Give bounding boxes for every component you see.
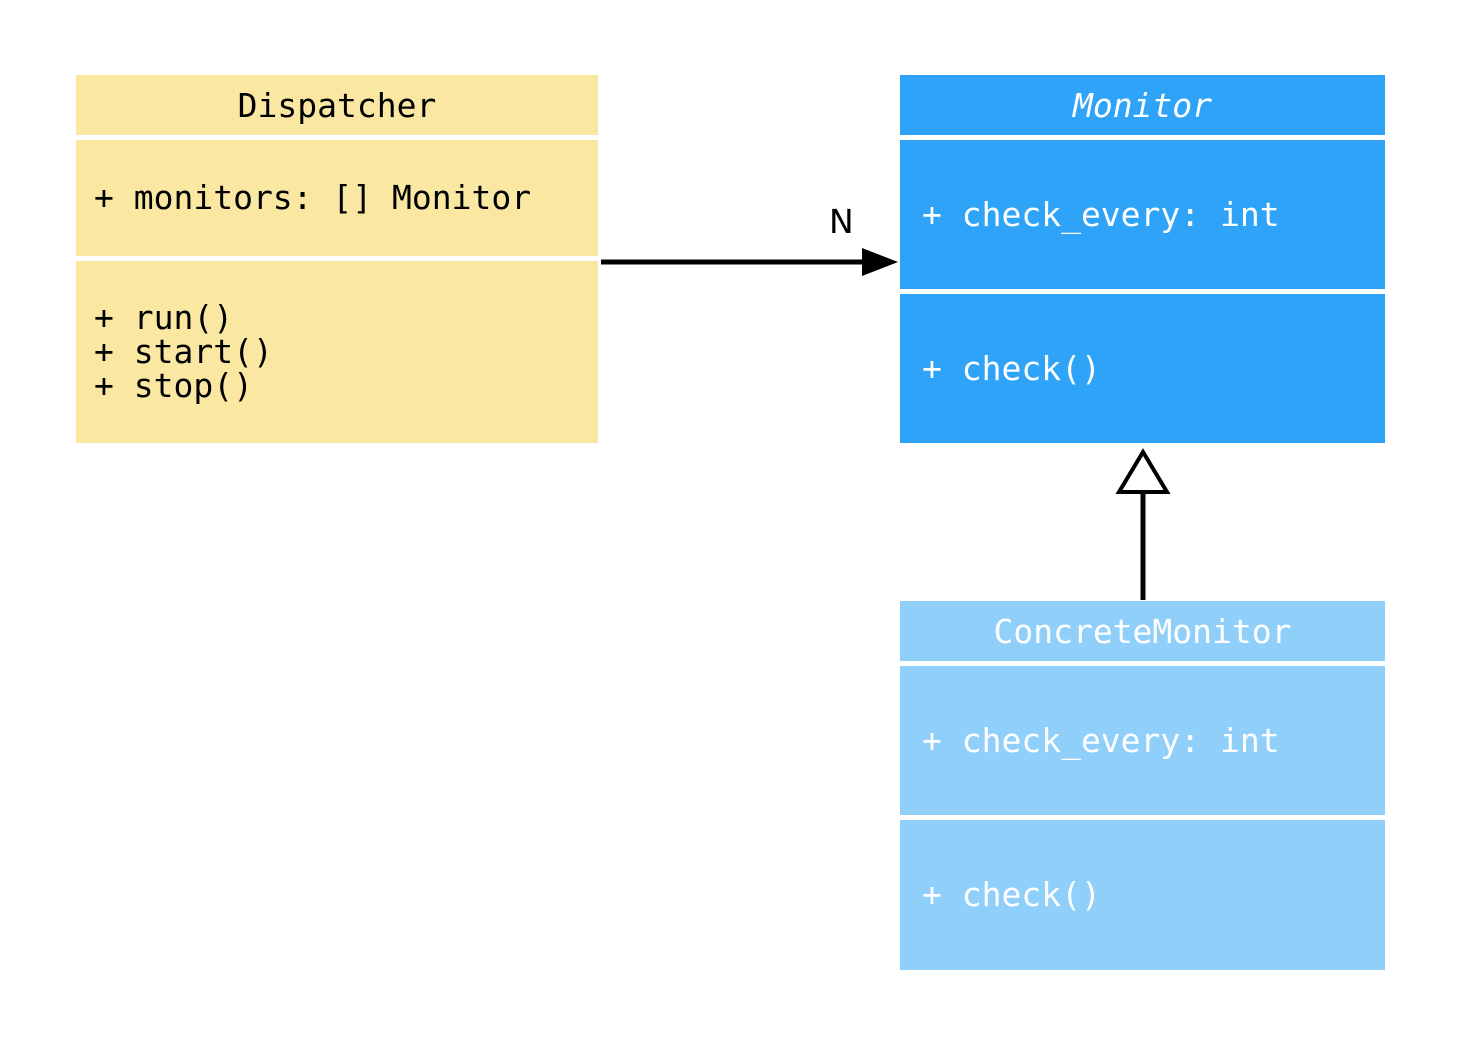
- class-attributes-concretemonitor: + check_every: int: [900, 666, 1385, 815]
- method-line: + run(): [94, 298, 234, 337]
- method-line: + check(): [922, 875, 1101, 914]
- class-title-dispatcher: Dispatcher: [76, 75, 598, 135]
- class-methods-dispatcher: + run() + start() + stop(): [76, 261, 598, 443]
- class-title-monitor: Monitor: [900, 75, 1385, 135]
- method-line: + check(): [922, 348, 1101, 388]
- class-methods-concretemonitor: + check(): [900, 820, 1385, 970]
- association-multiplicity-label: N: [829, 202, 854, 241]
- method-line: + stop(): [94, 366, 253, 405]
- attribute-line: + check_every: int: [922, 194, 1280, 234]
- class-attributes-monitor: + check_every: int: [900, 140, 1385, 289]
- association-arrow-dispatcher-to-monitor: [601, 248, 898, 276]
- class-box-monitor: Monitor + check_every: int + check(): [900, 75, 1385, 443]
- hollow-triangle-arrowhead-icon: [1115, 448, 1171, 494]
- attribute-line: + check_every: int: [922, 720, 1280, 760]
- attribute-line: + monitors: [] Monitor: [94, 178, 532, 217]
- class-title-concretemonitor: ConcreteMonitor: [900, 601, 1385, 661]
- class-box-dispatcher: Dispatcher + monitors: [] Monitor + run(…: [76, 75, 598, 443]
- filled-arrowhead-icon: [862, 248, 898, 276]
- class-methods-monitor: + check(): [900, 294, 1385, 443]
- inheritance-arrow-concretemonitor-to-monitor: [1115, 448, 1171, 600]
- class-attributes-dispatcher: + monitors: [] Monitor: [76, 140, 598, 256]
- method-line: + start(): [94, 332, 273, 371]
- class-box-concretemonitor: ConcreteMonitor + check_every: int + che…: [900, 601, 1385, 970]
